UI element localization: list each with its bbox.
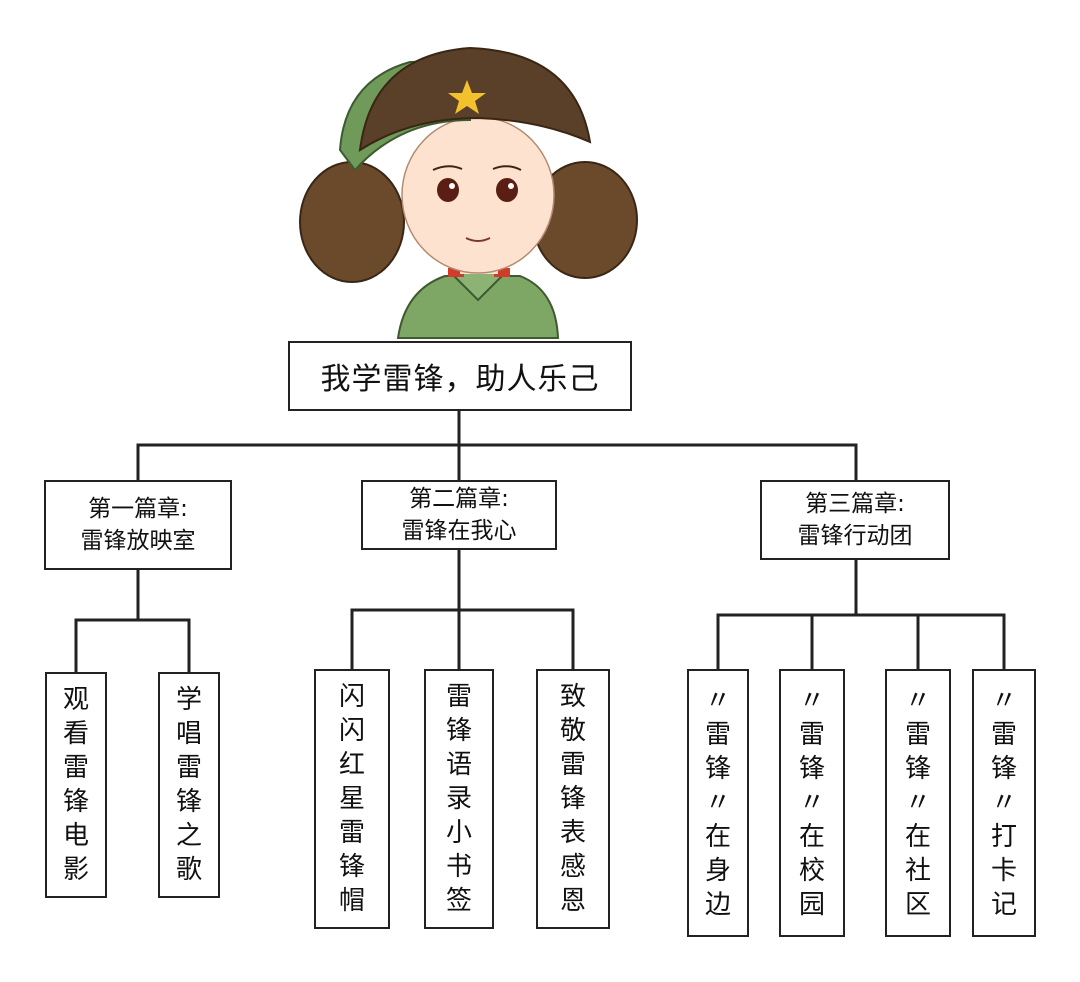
leaf-salute-gratitude: 致 敬 雷 锋 表 感 恩 <box>536 669 610 929</box>
leaf-label: 〃 雷 锋 〃 在 校 园 <box>798 686 825 920</box>
chapter-3-label: 第三篇章: 雷锋行动团 <box>797 491 913 549</box>
chapter-2-label: 第二篇章: 雷锋在我心 <box>401 486 517 544</box>
leaf-label: 闪 闪 红 星 雷 锋 帽 <box>338 682 365 916</box>
leaf-at-school: 〃 雷 锋 〃 在 校 园 <box>779 669 845 937</box>
leaf-label: 〃 雷 锋 〃 在 身 边 <box>704 686 731 920</box>
chapter-3-box: 第三篇章: 雷锋行动团 <box>760 480 950 560</box>
chapter-1-box: 第一篇章: 雷锋放映室 <box>44 480 232 570</box>
leaf-label: 观 看 雷 锋 电 影 <box>62 685 89 885</box>
leaf-check-in: 〃 雷 锋 〃 打 卡 记 <box>972 669 1036 937</box>
leaf-quote-bookmark: 雷 锋 语 录 小 书 签 <box>424 669 494 929</box>
leaf-label: 雷 锋 语 录 小 书 签 <box>445 682 472 916</box>
chapter-2-box: 第二篇章: 雷锋在我心 <box>361 480 557 550</box>
root-title-box: 我学雷锋，助人乐己 <box>288 341 632 411</box>
leaf-label: 致 敬 雷 锋 表 感 恩 <box>559 682 586 916</box>
leaf-label: 〃 雷 锋 〃 打 卡 记 <box>990 686 1017 920</box>
leaf-around-me: 〃 雷 锋 〃 在 身 边 <box>687 669 749 937</box>
root-title: 我学雷锋，助人乐己 <box>320 362 600 397</box>
leaf-in-community: 〃 雷 锋 〃 在 社 区 <box>885 669 951 937</box>
leaf-label: 〃 雷 锋 〃 在 社 区 <box>904 686 931 920</box>
leaf-sing-song: 学 唱 雷 锋 之 歌 <box>158 672 220 898</box>
chapter-1-label: 第一篇章: 雷锋放映室 <box>80 496 196 554</box>
leaf-red-star-hat: 闪 闪 红 星 雷 锋 帽 <box>314 669 390 929</box>
leaf-label: 学 唱 雷 锋 之 歌 <box>175 685 202 885</box>
leaf-watch-movie: 观 看 雷 锋 电 影 <box>45 672 107 898</box>
